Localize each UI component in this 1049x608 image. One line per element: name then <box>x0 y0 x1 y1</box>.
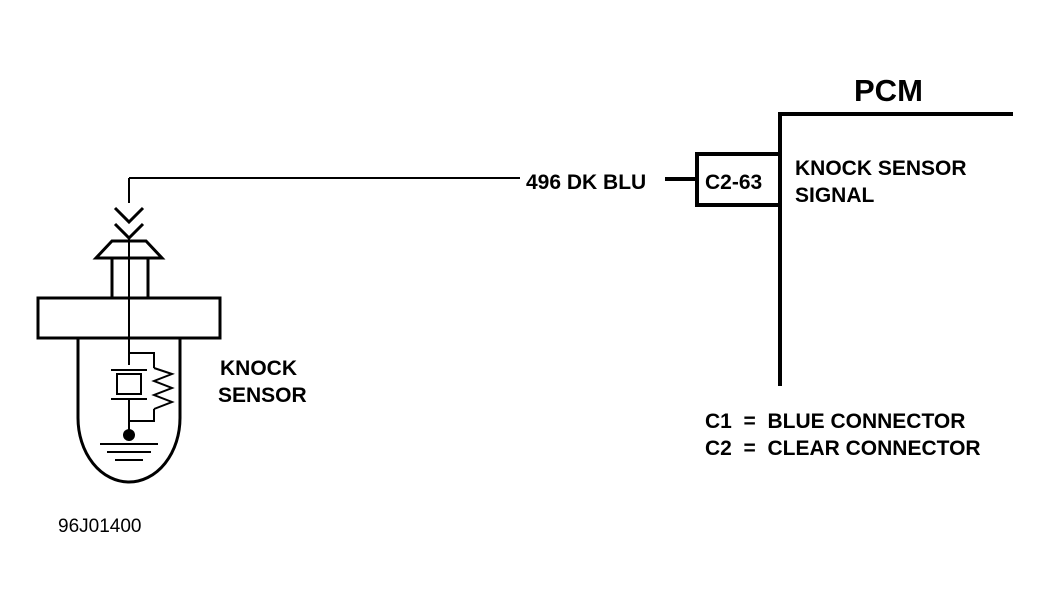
signal-label-line2: SIGNAL <box>795 184 875 207</box>
pcm-title: PCM <box>854 73 923 108</box>
pcm-module <box>778 112 1013 386</box>
connector-pin-label: C2-63 <box>705 171 762 194</box>
figure-id: 96J01400 <box>58 516 141 537</box>
wire-label: 496 DK BLU <box>526 171 646 194</box>
legend-c1: C1 = BLUE CONNECTOR <box>705 410 965 433</box>
signal-label-line1: KNOCK SENSOR <box>795 157 967 180</box>
ground-node <box>123 429 135 441</box>
sensor-label-line2: SENSOR <box>218 384 307 407</box>
legend-c2: C2 = CLEAR CONNECTOR <box>705 437 981 460</box>
sensor-label-line1: KNOCK <box>220 357 297 380</box>
knock-sensor-symbol <box>36 206 222 484</box>
signal-wire <box>128 177 697 203</box>
